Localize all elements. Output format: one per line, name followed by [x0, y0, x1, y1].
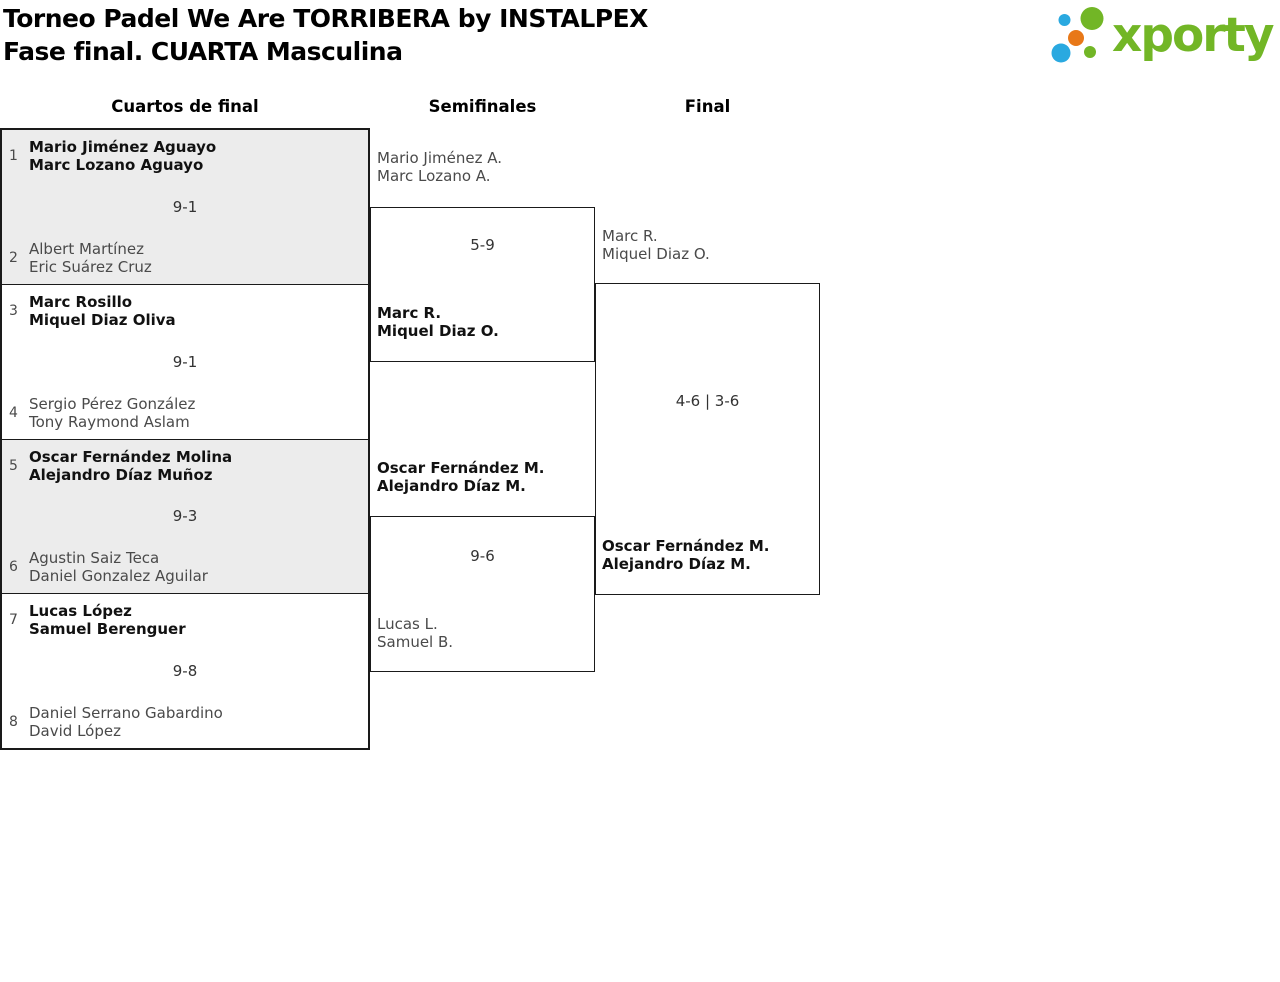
seed-number: 2: [9, 249, 18, 266]
team-name-line: Sergio Pérez González: [29, 394, 196, 413]
round-header-cuartos: Cuartos de final: [111, 97, 259, 116]
team-name-line: Lucas López: [29, 602, 132, 621]
team-name-line: Marc R.: [377, 304, 442, 322]
team-name-line: Samuel Berenguer: [29, 620, 186, 639]
match-bottom-slot: 8 Daniel Serrano Gabardino David López: [6, 704, 223, 740]
seed-number: 4: [9, 404, 18, 421]
xporty-logo-text: xporty: [1112, 8, 1275, 63]
match-score: 9-1: [172, 352, 198, 371]
quarterfinal-match-4[interactable]: 7 Lucas López Samuel Berenguer 9-8 8 Dan…: [2, 594, 368, 748]
round-header-final: Final: [684, 97, 731, 116]
xporty-logo[interactable]: xporty: [1048, 0, 1276, 72]
team-name-line: Oscar Fernández M.: [377, 459, 545, 477]
team-names: Agustin Saiz Teca Daniel Gonzalez Aguila…: [29, 549, 208, 585]
seed-number: 3: [9, 302, 18, 319]
team-name-line: Daniel Serrano Gabardino: [29, 704, 223, 722]
team-names: Oscar Fernández M. Alejandro Díaz M.: [377, 459, 545, 495]
match-top-slot: 7 Lucas López Samuel Berenguer: [6, 602, 186, 638]
semifinal-match-2[interactable]: [370, 516, 595, 672]
match-score: 5-9: [470, 236, 495, 254]
team-names: Daniel Serrano Gabardino David López: [29, 704, 223, 740]
team-name-line: Samuel B.: [377, 633, 454, 651]
xporty-dots-icon: [1051, 7, 1104, 63]
team-names: Lucas L. Samuel B.: [377, 615, 453, 651]
final-match[interactable]: [595, 283, 820, 595]
team-name-line: Marc Lozano Aguayo: [29, 156, 204, 174]
team-name-line: Mario Jiménez Aguayo: [29, 138, 217, 156]
quarterfinal-match-2[interactable]: 3 Marc Rosillo Miquel Diaz Oliva 9-1 4 S…: [2, 285, 368, 440]
seed-number: 7: [9, 612, 18, 629]
seed-number: 5: [9, 457, 18, 474]
team-names: Oscar Fernández M. Alejandro Díaz M.: [602, 537, 770, 573]
match-score: 9-3: [172, 507, 198, 526]
team-names: Marc R. Miquel Diaz O.: [377, 304, 499, 340]
team-name-line: Marc Rosillo: [29, 292, 133, 311]
team-names: Mario Jiménez Aguayo Marc Lozano Aguayo: [29, 138, 216, 174]
match-top-slot: 3 Marc Rosillo Miquel Diaz Oliva: [6, 293, 176, 329]
team-names: Sergio Pérez González Tony Raymond Aslam: [29, 395, 195, 431]
team-names: Lucas López Samuel Berenguer: [29, 602, 186, 638]
team-name-line: Marc R.: [602, 227, 658, 245]
team-name-line: Eric Suárez Cruz: [29, 257, 152, 276]
semifinal-match-1[interactable]: [370, 207, 595, 362]
match-score: 9-1: [172, 197, 198, 216]
team-name-line: Daniel Gonzalez Aguilar: [29, 567, 208, 586]
match-bottom-slot: 2 Albert Martínez Eric Suárez Cruz: [6, 240, 152, 276]
team-name-line: Mario Jiménez A.: [377, 149, 502, 167]
team-name-line: Albert Martínez: [29, 239, 144, 258]
match-bottom-slot: 6 Agustin Saiz Teca Daniel Gonzalez Agui…: [6, 549, 208, 585]
team-names: Mario Jiménez A. Marc Lozano A.: [377, 149, 502, 185]
seed-number: 1: [9, 148, 18, 164]
match-score: 9-8: [172, 662, 198, 681]
team-name-line: Marc Lozano A.: [377, 167, 491, 185]
team-names: Marc R. Miquel Diaz O.: [602, 227, 710, 263]
team-name-line: Oscar Fernández Molina: [29, 447, 233, 466]
tournament-header: Torneo Padel We Are TORRIBERA by INSTALP…: [3, 2, 648, 68]
team-name-line: David López: [29, 722, 121, 740]
team-names: Albert Martínez Eric Suárez Cruz: [29, 240, 152, 276]
team-name-line: Miquel Diaz O.: [602, 245, 710, 263]
team-name-line: Lucas L.: [377, 615, 438, 633]
team-name-line: Tony Raymond Aslam: [29, 412, 190, 431]
quarterfinal-match-1[interactable]: 1 Mario Jiménez Aguayo Marc Lozano Aguay…: [2, 130, 368, 285]
quarterfinals-column: 1 Mario Jiménez Aguayo Marc Lozano Aguay…: [0, 128, 370, 750]
quarterfinal-match-3[interactable]: 5 Oscar Fernández Molina Alejandro Díaz …: [2, 439, 368, 595]
team-name-line: Alejandro Díaz M.: [377, 477, 526, 495]
team-names: Oscar Fernández Molina Alejandro Díaz Mu…: [29, 448, 232, 484]
seed-number: 6: [9, 559, 18, 576]
round-header-semifinales: Semifinales: [428, 97, 537, 116]
match-top-slot: 5 Oscar Fernández Molina Alejandro Díaz …: [6, 448, 232, 484]
team-names: Marc Rosillo Miquel Diaz Oliva: [29, 293, 176, 329]
seed-number: 8: [9, 714, 18, 730]
tournament-subtitle: Fase final. CUARTA Masculina: [3, 37, 403, 66]
team-name-line: Oscar Fernández M.: [602, 537, 770, 555]
match-bottom-slot: 4 Sergio Pérez González Tony Raymond Asl…: [6, 395, 195, 431]
team-name-line: Miquel Diaz Oliva: [29, 310, 176, 329]
team-name-line: Alejandro Díaz Muñoz: [29, 465, 213, 484]
match-score: 4-6 | 3-6: [675, 392, 740, 410]
team-name-line: Alejandro Díaz M.: [602, 555, 751, 573]
team-name-line: Miquel Diaz O.: [377, 322, 499, 340]
team-name-line: Agustin Saiz Teca: [29, 549, 160, 568]
match-top-slot: 1 Mario Jiménez Aguayo Marc Lozano Aguay…: [6, 138, 216, 174]
match-score: 9-6: [470, 547, 495, 565]
tournament-title: Torneo Padel We Are TORRIBERA by INSTALP…: [3, 4, 648, 33]
